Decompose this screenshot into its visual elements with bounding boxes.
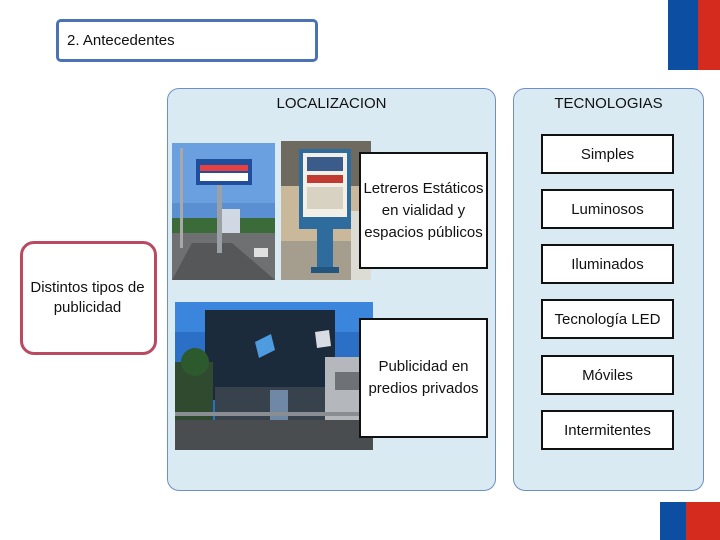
letreros-label: Letreros Estáticos en vialidad y espacio… bbox=[363, 179, 484, 241]
tecnologias-title: TECNOLOGIAS bbox=[554, 95, 663, 112]
localizacion-title: LOCALIZACION bbox=[276, 95, 387, 112]
section-heading: 2. Antecedentes bbox=[56, 19, 318, 62]
publicity-types-label: Distintos tipos de publicidad bbox=[30, 279, 145, 316]
tech-item-simples: Simples bbox=[541, 134, 674, 174]
billboard-photo bbox=[172, 143, 275, 280]
letreros-box: Letreros Estáticos en vialidad y espacio… bbox=[359, 152, 488, 269]
predios-box: Publicidad en predios privados bbox=[359, 318, 488, 438]
flag-accent-red-top bbox=[698, 0, 720, 70]
publicity-types-box bbox=[20, 241, 157, 355]
predios-label: Publicidad en predios privados bbox=[368, 358, 479, 397]
flag-accent-blue-bottom bbox=[660, 502, 686, 540]
tech-item-intermitentes: Intermitentes bbox=[541, 410, 674, 450]
tech-item-iluminados: Iluminados bbox=[541, 244, 674, 284]
tech-item-led: Tecnología LED bbox=[541, 299, 674, 339]
tech-item-moviles: Móviles bbox=[541, 355, 674, 395]
kiosk-photo bbox=[281, 141, 371, 280]
flag-accent-red-bottom bbox=[686, 502, 720, 540]
tech-item-luminosos: Luminosos bbox=[541, 189, 674, 229]
building-photo bbox=[175, 302, 373, 450]
flag-accent-blue-top bbox=[668, 0, 698, 70]
